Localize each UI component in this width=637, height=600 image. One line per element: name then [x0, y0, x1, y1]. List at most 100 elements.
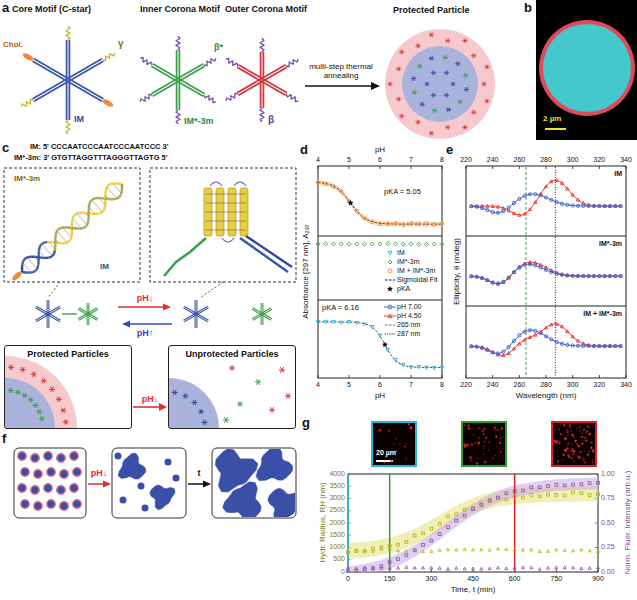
data-marker: [512, 347, 515, 350]
fluorescence-speck: [410, 427, 413, 430]
data-marker: [472, 508, 475, 511]
inset-box: [150, 168, 296, 282]
fluorescence-speck: [399, 443, 401, 445]
motif-asterisk: [432, 70, 435, 75]
data-marker: [355, 321, 359, 324]
legend-line: [385, 280, 395, 281]
sticky-end: [66, 120, 70, 134]
titration-plot: [316, 166, 444, 378]
data-marker: [528, 208, 531, 211]
data-marker: [463, 548, 466, 551]
ph-label: pH↓: [91, 468, 108, 478]
arrow-head: [371, 82, 380, 90]
data-marker: [505, 498, 508, 501]
dna-strand: [87, 217, 89, 219]
data-marker: [550, 180, 553, 183]
data-marker: [455, 548, 458, 551]
axis-tick-label: 150: [384, 575, 396, 583]
axis-tick: [572, 375, 573, 378]
data-marker: [538, 486, 541, 489]
particle-state-box: Unprotected Particles: [168, 345, 296, 429]
data-marker: [544, 326, 547, 329]
dna-strand: [120, 192, 123, 194]
motif-asterisk: [447, 107, 450, 112]
data-marker: [417, 242, 421, 246]
axis-tick: [442, 166, 443, 169]
fluorescence-speck: [395, 438, 397, 440]
data-marker: [440, 242, 444, 246]
pka-marker: [348, 200, 354, 206]
dna-arm: [66, 40, 68, 80]
dna-strand: [111, 198, 113, 200]
data-marker: [438, 522, 441, 525]
data-marker: [534, 333, 537, 336]
fluorescence-speck: [571, 431, 572, 432]
protected-particle-dot: [47, 468, 55, 476]
sticky-end: [21, 99, 33, 107]
data-marker: [430, 566, 433, 569]
cd-curve: [471, 324, 620, 356]
fluorescence-speck: [581, 436, 584, 439]
dna-strand: [55, 241, 57, 244]
sigmoid-fit: [318, 322, 442, 367]
data-marker: [566, 274, 569, 277]
motif-asterisk: [51, 387, 54, 392]
dna-strand: [37, 263, 40, 265]
sticky-end: [176, 36, 180, 50]
data-marker: [339, 321, 343, 324]
base-pair: [35, 257, 38, 261]
data-marker: [372, 567, 375, 570]
motif-asterisk: [432, 70, 435, 75]
dna-arm: [262, 80, 264, 108]
data-marker: [547, 566, 550, 569]
dna-strand: [118, 196, 119, 199]
data-marker: [505, 548, 508, 551]
dna-strand: [120, 183, 122, 186]
axis-tick-label: 3500: [329, 482, 345, 490]
axis-tick-label: 7: [409, 156, 413, 164]
motif-asterisk: [445, 70, 448, 75]
data-marker: [486, 204, 489, 207]
dna-strand: [39, 245, 42, 246]
fluorescence-speck: [502, 459, 503, 460]
data-marker: [430, 550, 433, 553]
data-marker: [347, 549, 350, 552]
dna-strand: [78, 227, 80, 229]
motif-asterisk: [430, 131, 433, 136]
axis-tick-label: 1500: [329, 531, 345, 539]
dna-arm: [263, 79, 287, 93]
motif-asterisk: [445, 93, 448, 98]
data-marker: [505, 567, 508, 570]
data-marker: [571, 204, 574, 207]
motif-asterisk: [203, 420, 206, 425]
dna-strand: [76, 227, 78, 230]
fluorescence-speck: [477, 442, 480, 445]
data-marker: [598, 274, 601, 277]
arrow-head: [122, 321, 130, 328]
fluorescence-speck: [567, 443, 569, 445]
data-marker: [544, 335, 547, 338]
legend-entry: IM: [384, 249, 405, 257]
protected-particle-dot: [44, 484, 52, 492]
fluorescence-speck: [579, 451, 581, 453]
motif-asterisk: [486, 99, 489, 104]
dna-strand: [71, 224, 73, 226]
base-pair: [206, 203, 246, 204]
base-pair: [89, 207, 95, 214]
part-label: γ: [118, 38, 124, 50]
axis-tick-label: 240: [487, 156, 499, 164]
legend-text: pH 4.50: [397, 312, 422, 319]
base-pair: [206, 230, 246, 231]
motif-asterisk: [238, 401, 241, 407]
data-marker: [614, 344, 617, 347]
legend-sample: [384, 321, 396, 329]
dna-strand: [104, 205, 107, 207]
dna-strand: [21, 264, 24, 266]
axis-tick-label: 0.25: [601, 543, 615, 551]
data-marker: [523, 330, 526, 333]
base-pair: [85, 213, 88, 217]
strand-label: IM: [100, 262, 109, 271]
zoom-line: [48, 282, 60, 298]
time-arrow: [188, 483, 204, 485]
base-pair: [23, 263, 32, 273]
